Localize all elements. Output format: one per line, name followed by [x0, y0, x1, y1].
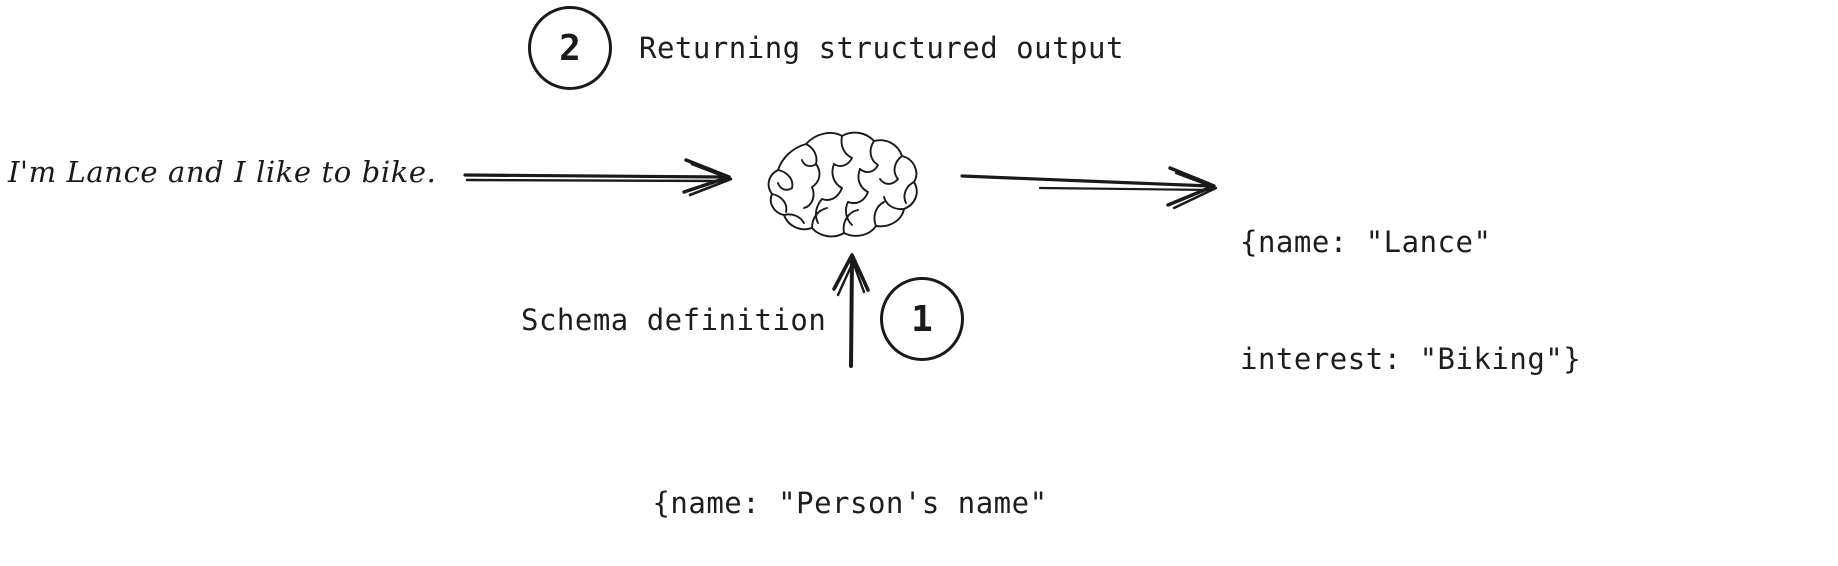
arrow-up-schema-to-brain [832, 253, 870, 368]
step-1-caption: Schema definition [521, 303, 827, 337]
output-code-block: {name: "Lance" interest: "Biking"} [1240, 145, 1838, 457]
schema-code-line-1: {name: "Person's name" [652, 486, 1048, 520]
arrow-right-input-to-brain [463, 158, 733, 197]
step-marker-1: 1 [880, 277, 964, 361]
brain-icon [767, 131, 918, 238]
arrow-right-brain-to-output [960, 166, 1218, 210]
output-code-line-2: interest: "Biking"} [1240, 342, 1582, 376]
input-sentence: I'm Lance and I like to bike. [8, 155, 437, 189]
step-marker-2: 2 [528, 6, 612, 90]
output-code-line-1: {name: "Lance" [1240, 225, 1492, 259]
schema-code-block: {name: "Person's name" interest: "Person… [600, 406, 1100, 566]
step-2-caption: Returning structured output [639, 31, 1124, 65]
